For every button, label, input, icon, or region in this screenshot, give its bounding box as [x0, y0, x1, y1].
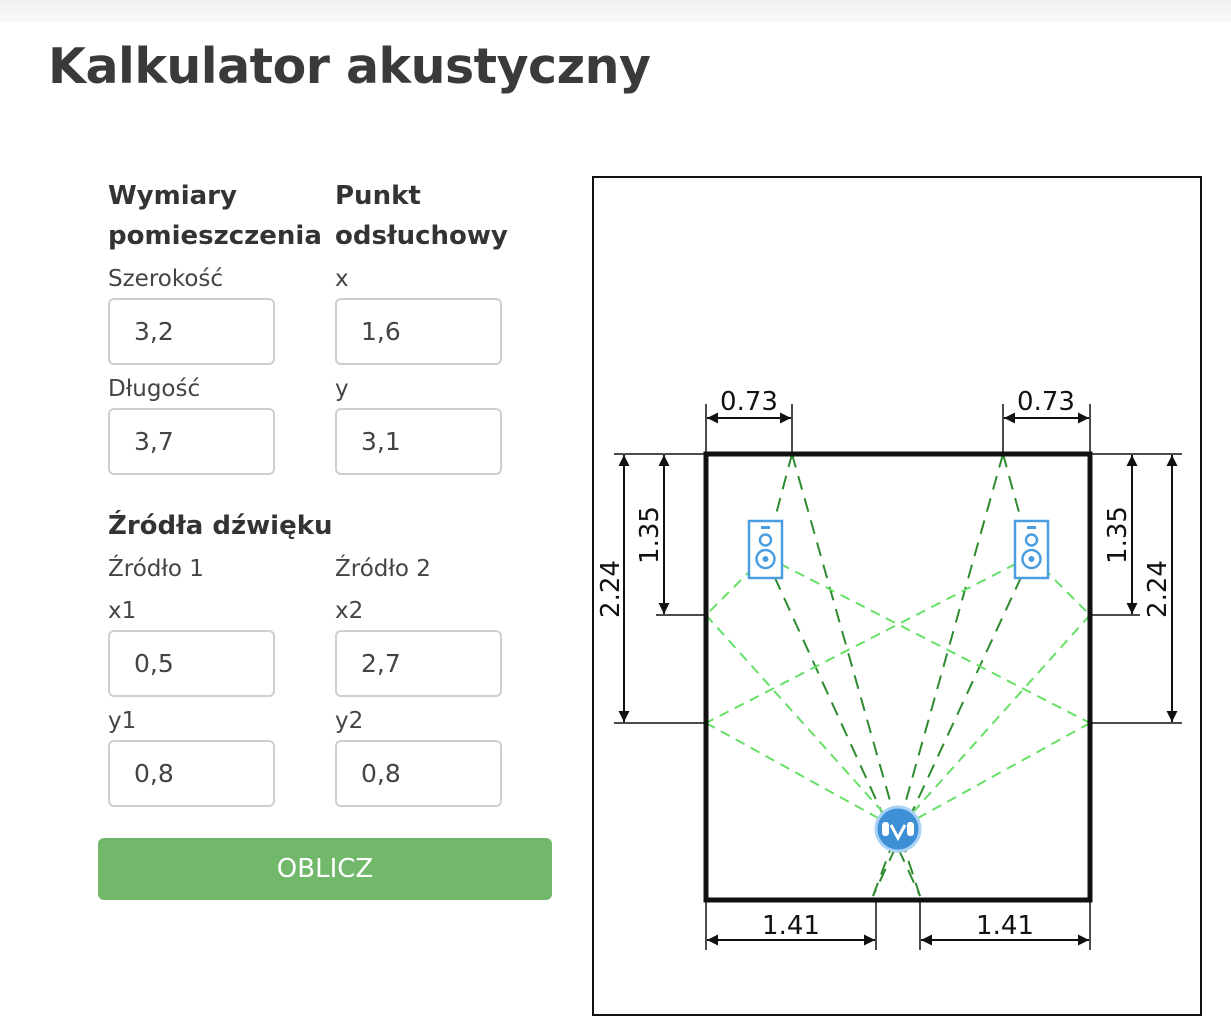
dim-top-right: 0.73	[1017, 387, 1075, 417]
right-dimensions	[1090, 453, 1182, 724]
room-dimensions-heading: Wymiary pomieszczenia	[108, 176, 322, 256]
dim-left-inner: 1.35	[635, 506, 665, 564]
room-width-input[interactable]	[108, 298, 275, 365]
source2-label: Źródło 2	[335, 556, 431, 582]
source1-y-input[interactable]	[108, 740, 275, 807]
listening-y-label: y	[335, 376, 349, 402]
source2-x-label: x2	[335, 598, 364, 624]
room-diagram: 0.73 0.73 2.24 1.35 1.35 2.24	[592, 176, 1202, 1016]
speaker-icon	[1013, 519, 1050, 580]
room-dimensions-heading-line2: pomieszczenia	[108, 221, 322, 251]
source2-x-input[interactable]	[335, 630, 502, 697]
listening-y-input[interactable]	[335, 408, 502, 475]
source1-x-label: x1	[108, 598, 137, 624]
listening-point-heading-line2: odsłuchowy	[335, 221, 508, 251]
listening-x-label: x	[335, 266, 349, 292]
room-width-label: Szerokość	[108, 266, 224, 292]
dim-bottom-left: 1.41	[762, 911, 820, 941]
room-diagram-canvas: 0.73 0.73 2.24 1.35 1.35 2.24	[596, 387, 1182, 950]
listener-head-icon	[874, 805, 922, 853]
top-dimensions	[705, 404, 1091, 454]
dim-left-outer: 2.24	[596, 560, 626, 618]
source1-label: Źródło 1	[108, 556, 204, 582]
room-length-label: Długość	[108, 376, 201, 402]
page-title: Kalkulator akustyczny	[48, 38, 651, 95]
calculate-button[interactable]: OBLICZ	[98, 838, 552, 900]
source1-x-input[interactable]	[108, 630, 275, 697]
room-dimensions-heading-line1: Wymiary	[108, 181, 237, 211]
source1-y-label: y1	[108, 708, 137, 734]
dim-right-inner: 1.35	[1103, 506, 1133, 564]
browser-top-strip	[0, 0, 1231, 22]
dim-top-left: 0.73	[720, 387, 778, 417]
speaker-icon	[747, 519, 784, 580]
listening-x-input[interactable]	[335, 298, 502, 365]
sound-sources-heading: Źródła dźwięku	[108, 511, 333, 541]
room-outline	[703, 451, 1093, 903]
listening-point-heading-line1: Punkt	[335, 181, 421, 211]
room-length-input[interactable]	[108, 408, 275, 475]
reflection-paths-light	[705, 555, 1091, 830]
left-dimensions	[614, 453, 706, 724]
dim-right-outer: 2.24	[1143, 560, 1173, 618]
listening-point-heading: Punkt odsłuchowy	[335, 176, 508, 256]
bottom-dimensions	[705, 900, 1091, 950]
source2-y-label: y2	[335, 708, 364, 734]
dim-bottom-right: 1.41	[976, 911, 1034, 941]
source2-y-input[interactable]	[335, 740, 502, 807]
